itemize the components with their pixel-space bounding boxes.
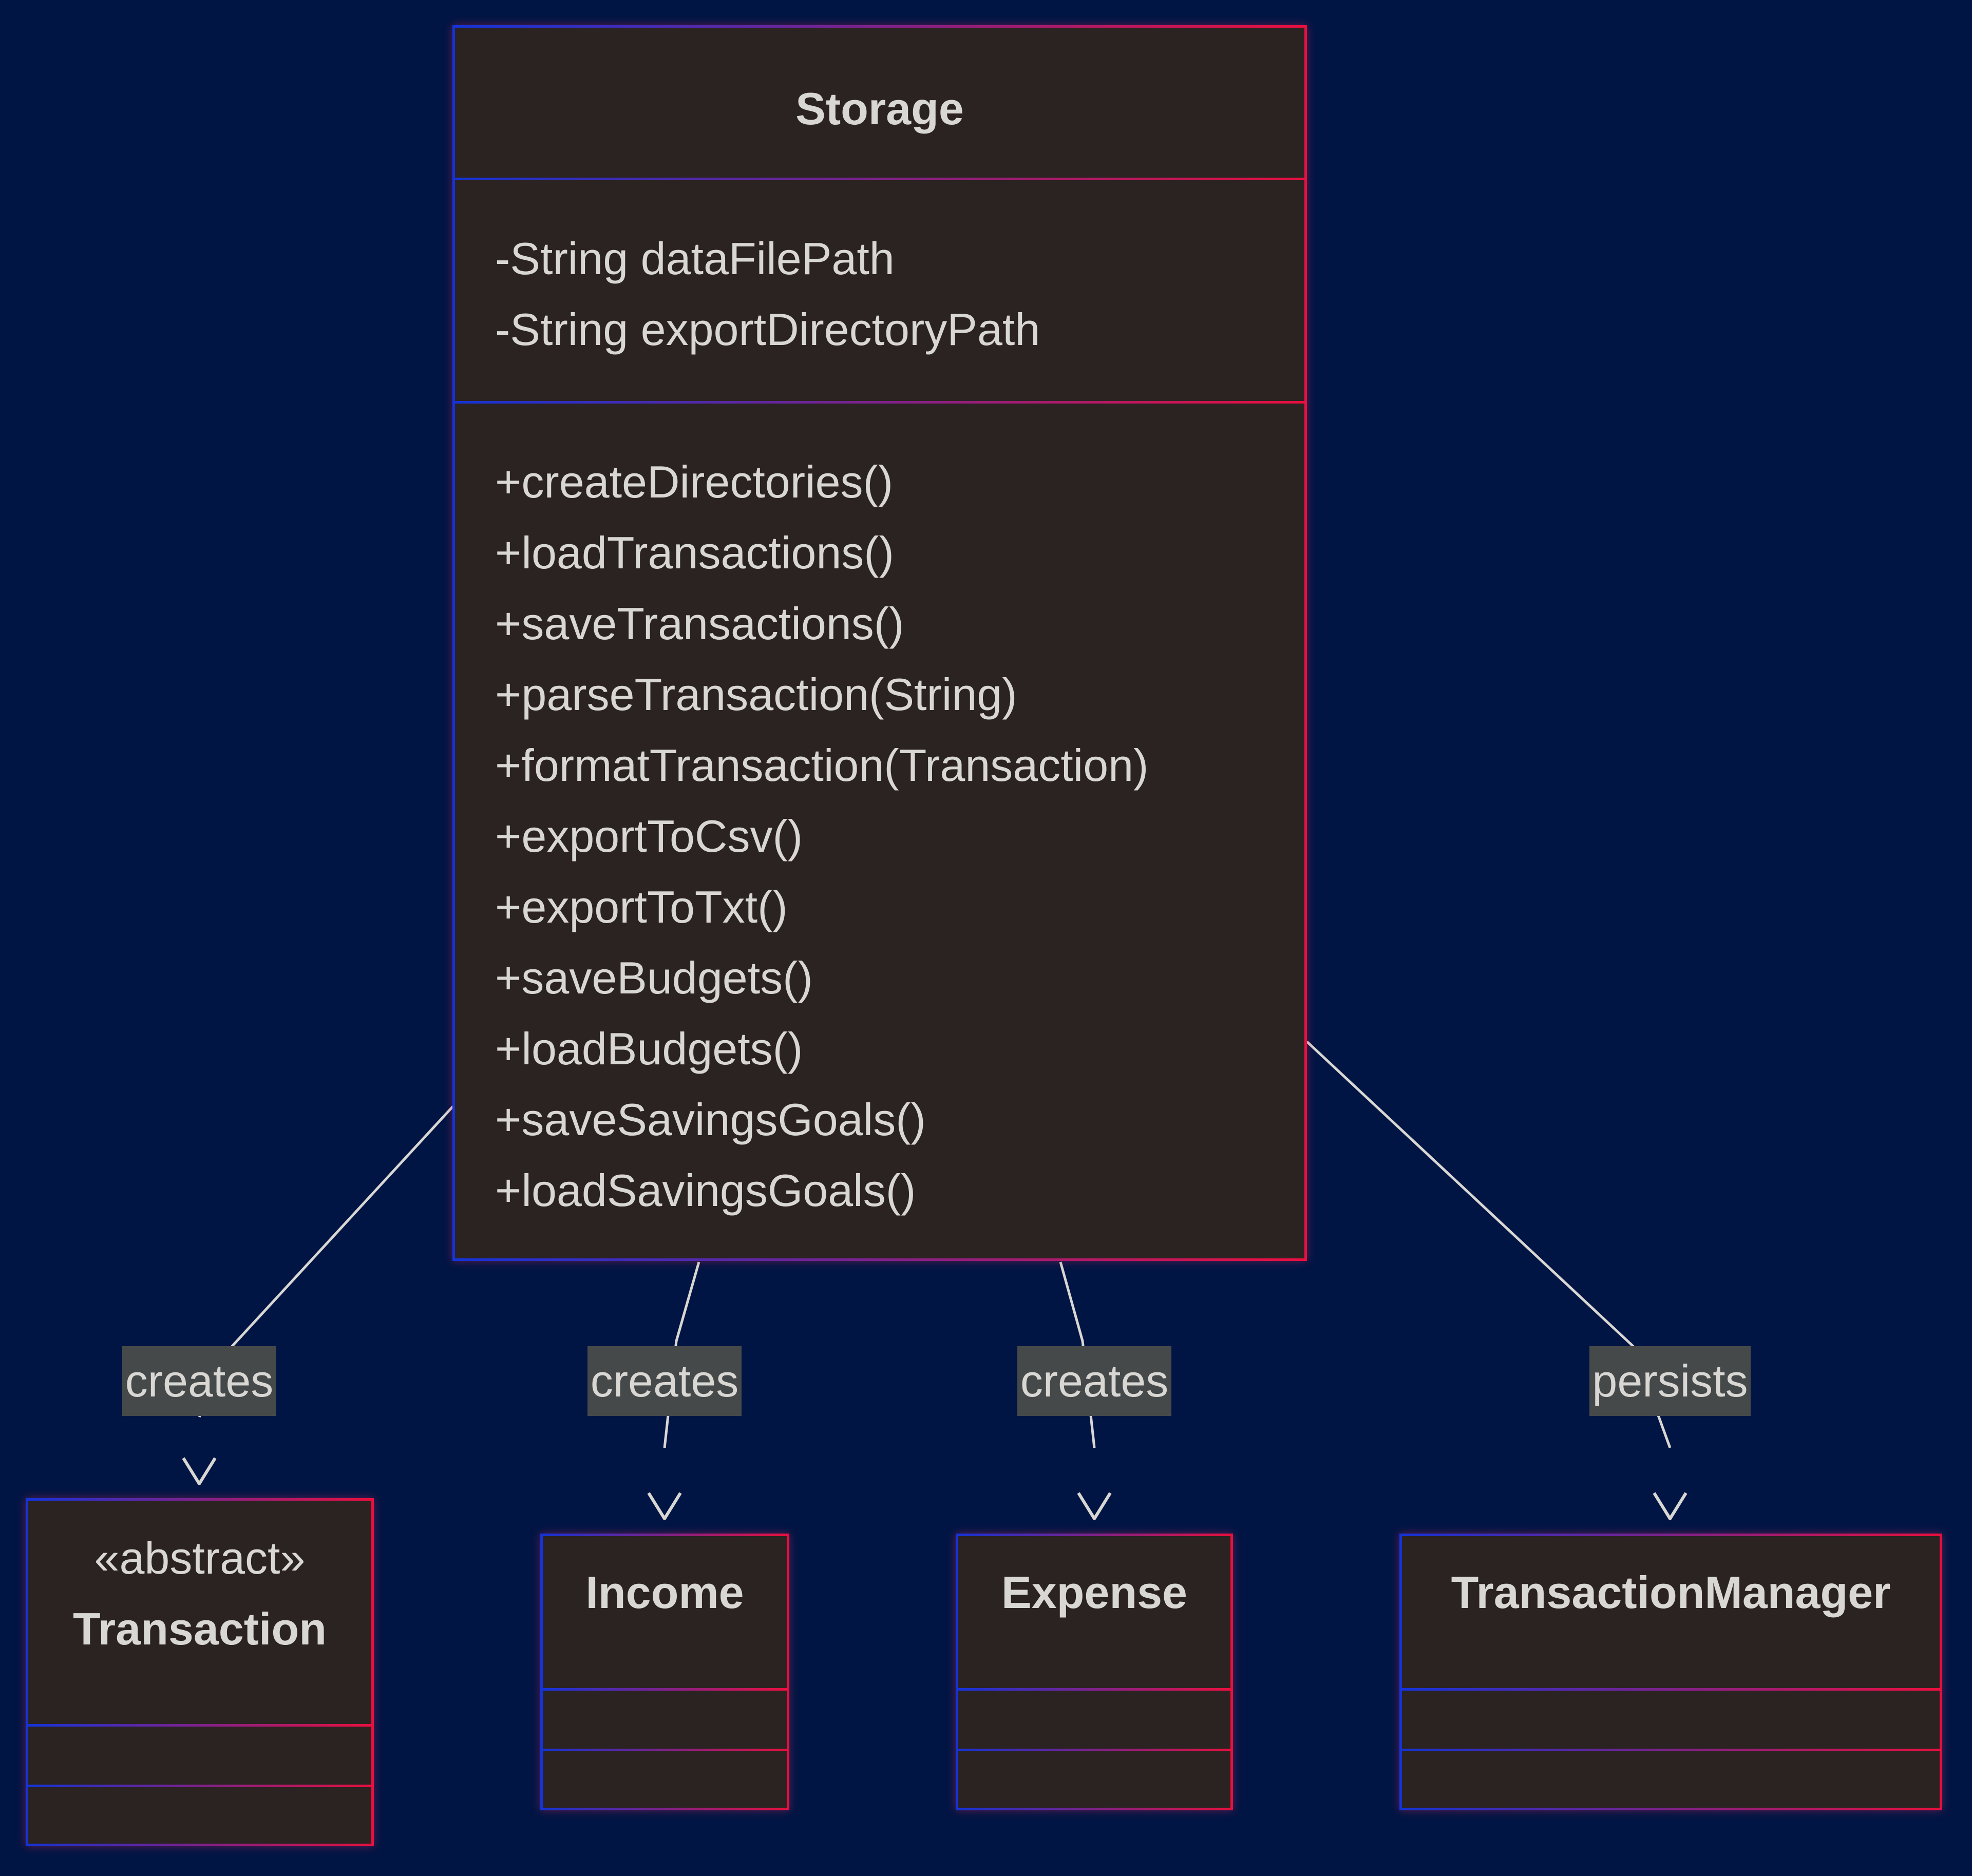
class-divider (543, 1749, 787, 1751)
arrowhead-income (647, 1492, 682, 1520)
edge-label-creates-transaction: creates (122, 1346, 276, 1416)
class-divider (1402, 1688, 1940, 1691)
arrowhead-expense (1077, 1492, 1112, 1520)
method-item: +formatTransaction(Transaction) (495, 740, 1149, 791)
method-item: +saveBudgets() (495, 952, 813, 1003)
class-storage[interactable]: Storage -String dataFilePath -String exp… (452, 25, 1307, 1261)
class-income[interactable]: Income (540, 1534, 789, 1810)
class-divider (958, 1688, 1230, 1691)
attribute-item: -String exportDirectoryPath (495, 304, 1040, 355)
class-expense[interactable]: Expense (956, 1534, 1233, 1810)
method-item: +saveTransactions() (495, 598, 904, 649)
method-item: +loadTransactions() (495, 527, 894, 578)
method-item: +parseTransaction(String) (495, 669, 1017, 720)
class-transaction-name: Transaction (73, 1603, 327, 1654)
class-transaction[interactable]: «abstract» Transaction (26, 1498, 374, 1846)
class-transaction-stereotype: «abstract» (94, 1533, 306, 1583)
method-item: +saveSavingsGoals() (495, 1094, 926, 1145)
class-expense-name: Expense (1001, 1567, 1187, 1618)
edge-label-creates-income: creates (587, 1346, 742, 1416)
method-item: +exportToTxt() (495, 882, 788, 932)
class-storage-name: Storage (795, 83, 964, 134)
method-item: +exportToCsv() (495, 811, 803, 862)
method-item: +loadBudgets() (495, 1023, 803, 1074)
class-transaction-manager-name: TransactionManager (1451, 1567, 1891, 1618)
class-divider (543, 1688, 787, 1691)
class-storage-attributes: -String dataFilePath -String exportDirec… (455, 180, 1304, 401)
class-divider (455, 401, 1304, 404)
edge-label-creates-expense: creates (1017, 1346, 1171, 1416)
attribute-item: -String dataFilePath (495, 233, 895, 284)
arrowhead-transaction (182, 1457, 217, 1485)
class-divider (28, 1785, 371, 1787)
class-divider (28, 1724, 371, 1727)
class-income-name: Income (585, 1567, 744, 1618)
class-storage-methods: +createDirectories() +loadTransactions()… (455, 404, 1304, 1258)
class-divider (455, 178, 1304, 180)
method-item: +loadSavingsGoals() (495, 1165, 916, 1216)
class-transaction-manager[interactable]: TransactionManager (1399, 1534, 1942, 1810)
edge-label-persists: persists (1589, 1346, 1751, 1416)
arrowhead-transaction-manager (1653, 1492, 1687, 1520)
method-item: +createDirectories() (495, 456, 894, 507)
class-divider (958, 1749, 1230, 1751)
class-divider (1402, 1749, 1940, 1751)
